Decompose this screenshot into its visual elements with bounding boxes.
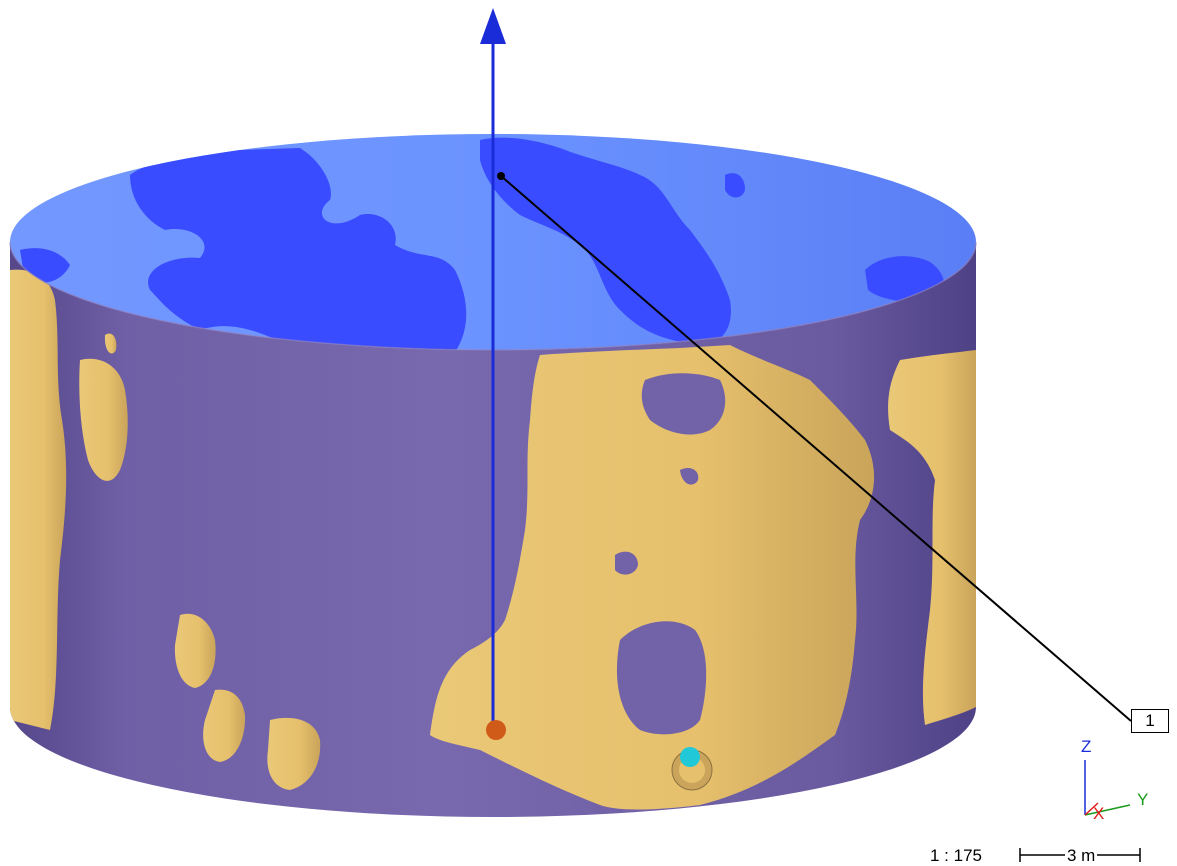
axis-y-label: Y [1137,790,1149,809]
scale-bar-label: 3 m [1065,846,1098,865]
shell-holes [615,373,726,735]
axis-triad [1084,760,1131,816]
vertical-axis [480,8,506,728]
scale-ratio: 1 : 175 [930,846,982,865]
axis-z-label: Z [1081,737,1092,756]
interior-dark-patches [20,137,945,350]
cyan-marker [680,747,700,767]
tan-regions [10,269,976,810]
orange-marker [486,720,506,740]
callout-leader [497,172,1132,722]
callout-number: 1 [1145,711,1155,730]
callout-label-box: 1 [1131,709,1169,733]
axis-x-label: X [1093,804,1105,823]
